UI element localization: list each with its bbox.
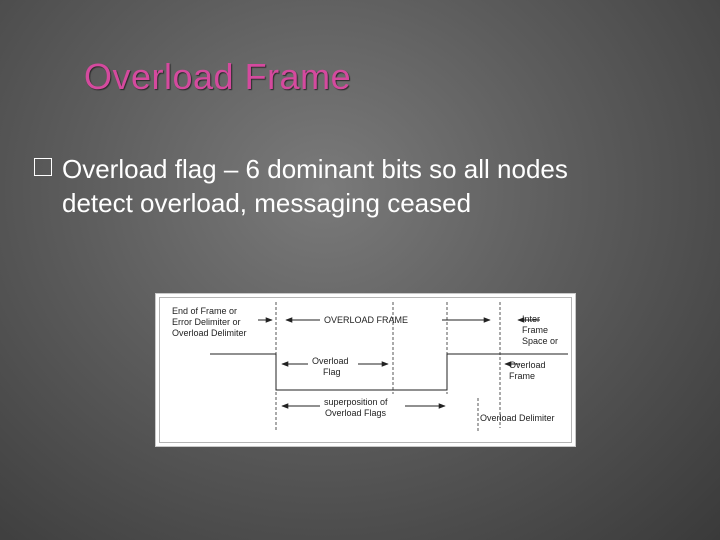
square-bullet-icon — [34, 158, 52, 176]
bullet-item: Overload flag – 6 dominant bits so all n… — [34, 152, 694, 220]
ifs-label-line-3: Space or — [522, 336, 558, 346]
bullet-text-line-1: Overload flag – 6 dominant bits so all n… — [62, 154, 568, 184]
overload-frame-right-label-line-2: Frame — [509, 371, 535, 381]
overload-flag-label-line-1: Overload — [312, 356, 349, 366]
left-label-line-3: Overload Delimiter — [172, 328, 247, 338]
diagram-figure: End of Frame or Error Delimiter or Overl… — [155, 293, 576, 447]
bus-signal-line — [210, 353, 500, 391]
overload-frame-label: OVERLOAD FRAME — [324, 315, 408, 325]
left-label-line-2: Error Delimiter or — [172, 317, 241, 327]
bullet-text-line-2: detect overload, messaging ceased — [62, 188, 472, 218]
overload-frame-diagram: End of Frame or Error Delimiter or Overl… — [172, 302, 568, 432]
overload-frame-right-label-line-1: Overload — [509, 360, 546, 370]
slide-title: Overload Frame — [84, 56, 352, 97]
left-label-line-1: End of Frame or — [172, 306, 237, 316]
overload-flag-label-line-2: Flag — [323, 367, 341, 377]
ifs-label-line-2: Frame — [522, 325, 548, 335]
diagram-panel: End of Frame or Error Delimiter or Overl… — [159, 297, 572, 443]
overload-delimiter-label: Overload Delimiter — [480, 413, 555, 423]
superposition-label-line-2: Overload Flags — [325, 408, 387, 418]
superposition-label-line-1: superposition of — [324, 397, 388, 407]
ifs-label-line-1: Inter — [522, 314, 540, 324]
